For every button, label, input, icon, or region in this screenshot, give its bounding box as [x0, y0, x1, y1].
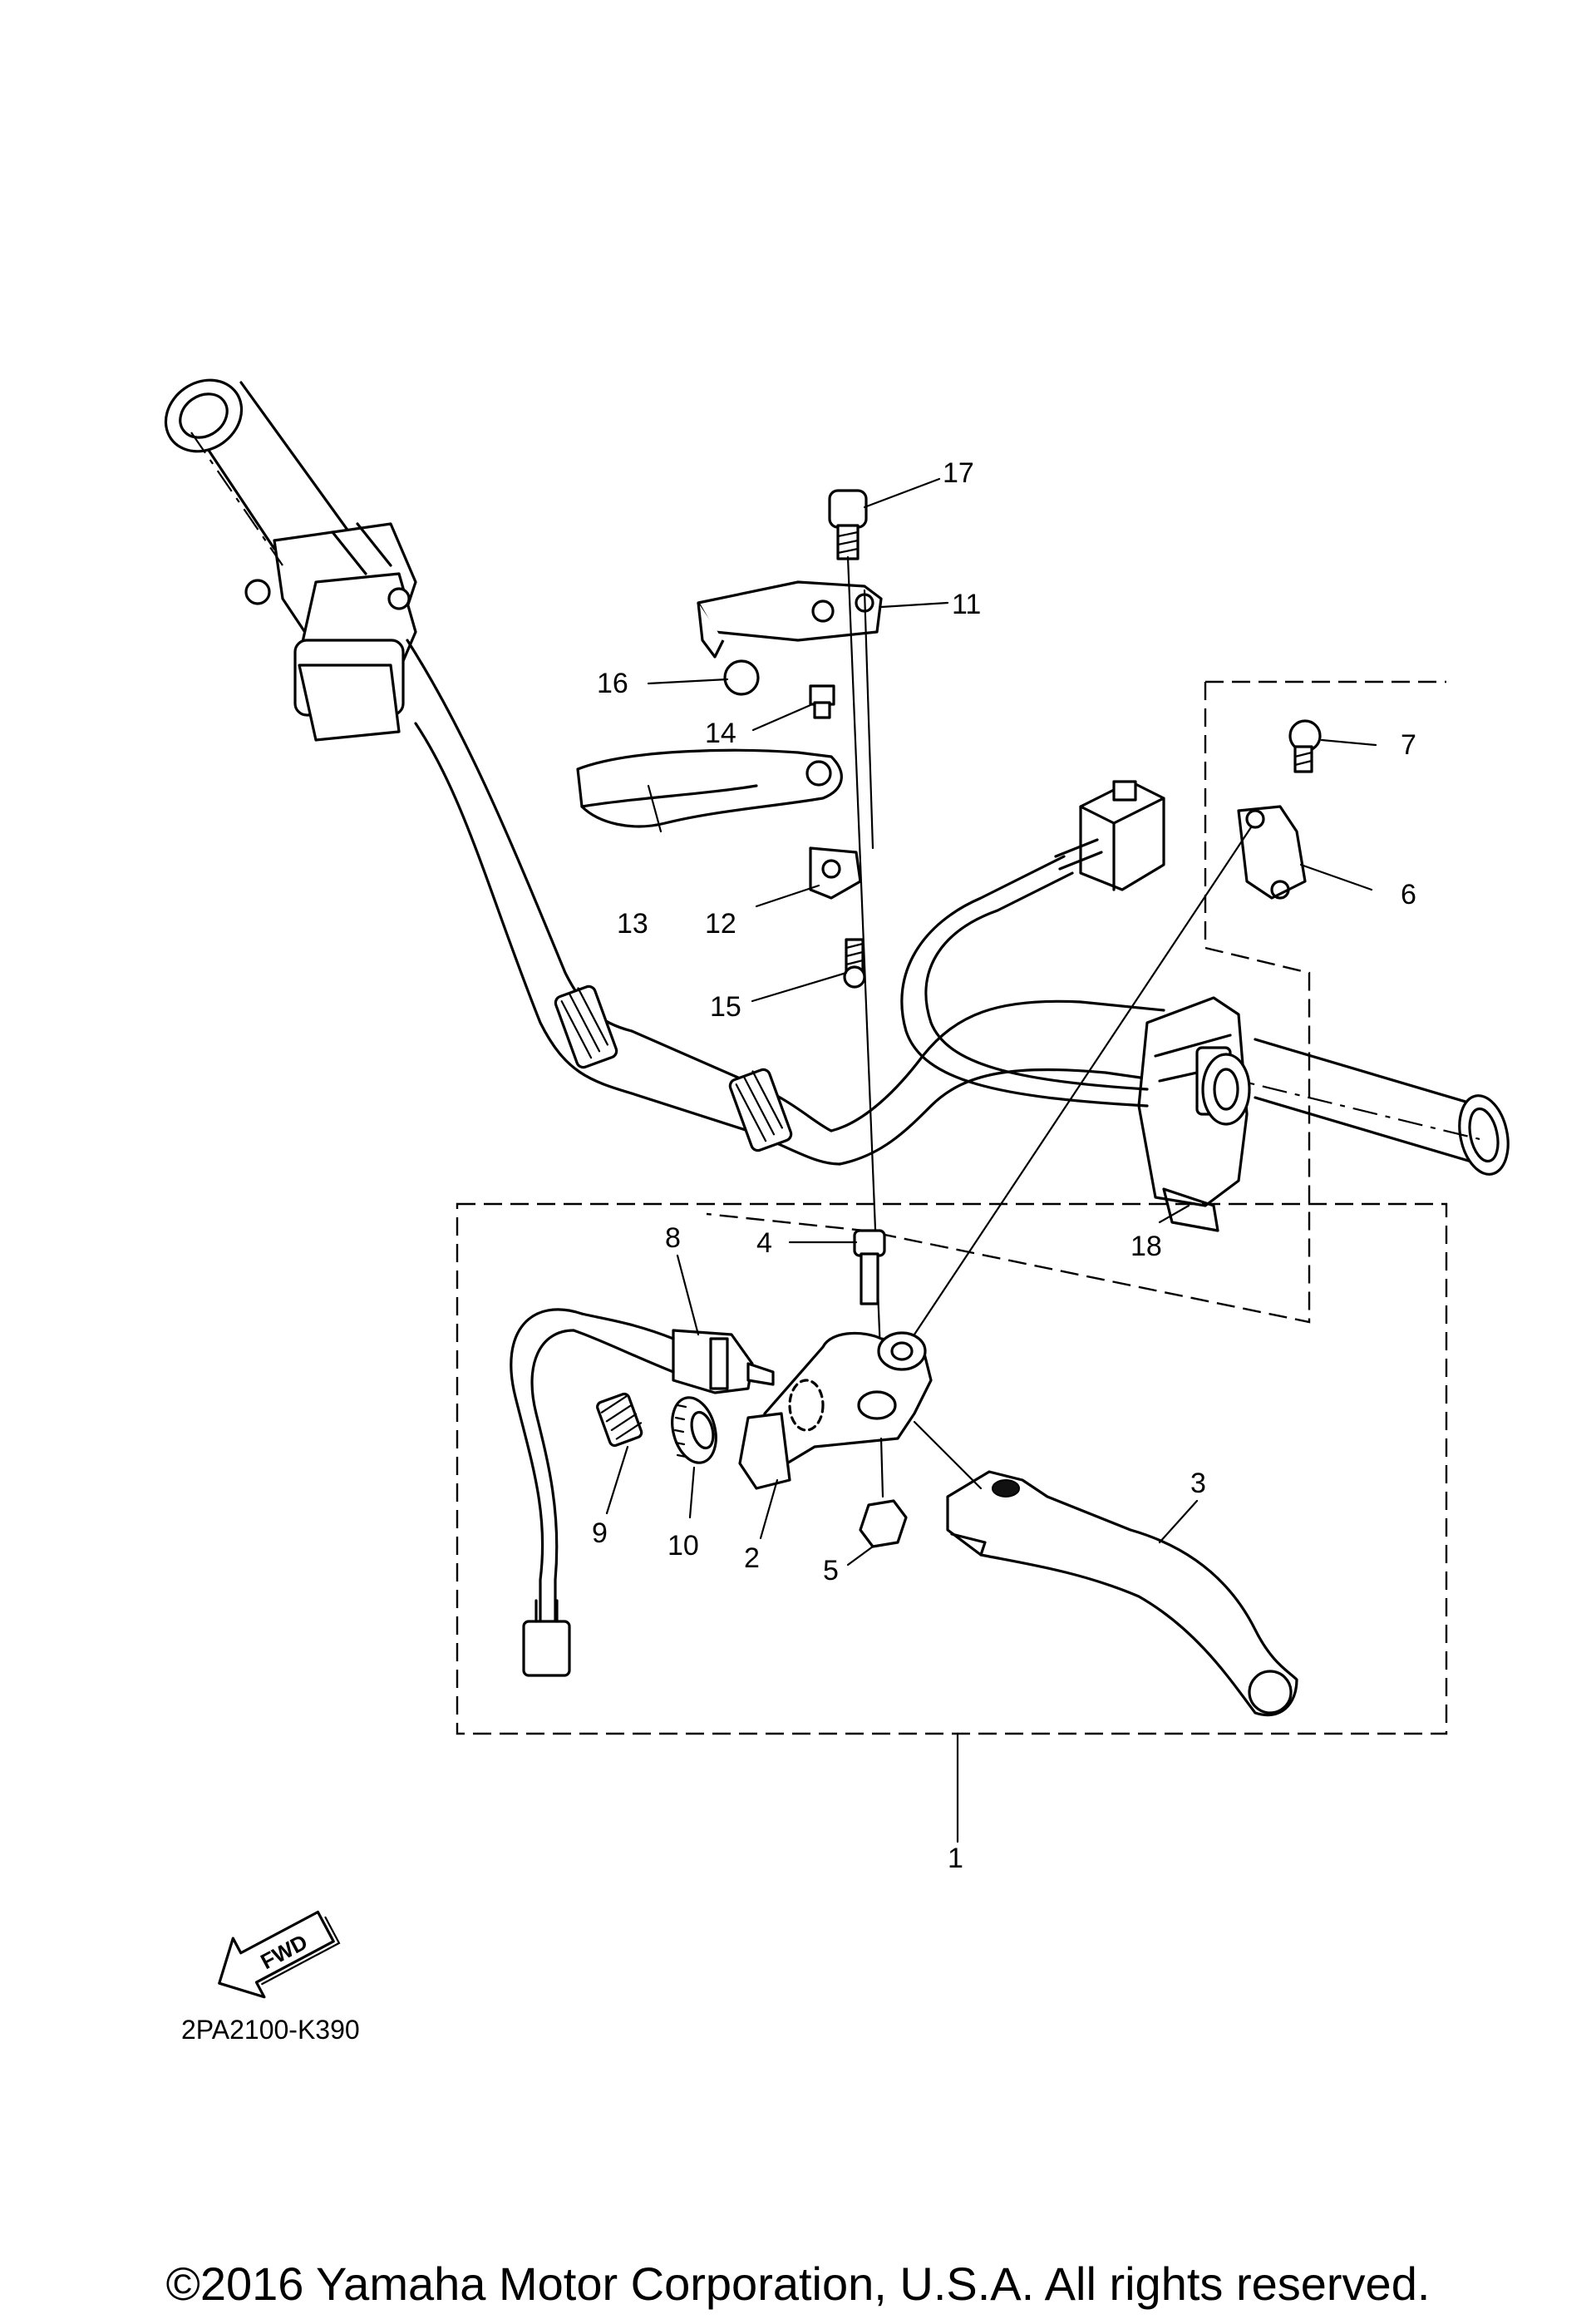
callout-18: 18: [1130, 1231, 1162, 1262]
lever-holder-assembly: [456, 680, 1448, 1735]
callout-1: 1: [948, 1843, 963, 1874]
callout-labels: 1 2 3 4 5 6 7 8 9 10 11 12 13 14 15 16 1…: [592, 457, 1416, 1874]
callout-10: 10: [667, 1530, 699, 1562]
callout-14: 14: [705, 718, 736, 749]
callout-11: 11: [952, 589, 981, 620]
callout-16: 16: [597, 668, 628, 699]
callout-6: 6: [1401, 879, 1416, 910]
callout-9: 9: [592, 1517, 608, 1549]
callout-2: 2: [744, 1542, 760, 1574]
callout-13: 13: [617, 908, 648, 940]
hot-start-lever-assembly: [576, 489, 883, 1374]
callout-15: 15: [710, 991, 741, 1023]
knurl-rings: [554, 984, 793, 1152]
switch-assembly: [900, 780, 1251, 1232]
callout-4: 4: [756, 1227, 772, 1259]
diagram-code: 2PA2100-K390: [181, 2015, 360, 2045]
callout-12: 12: [705, 908, 736, 940]
callout-3: 3: [1190, 1468, 1206, 1499]
callout-17: 17: [943, 457, 974, 489]
callout-5: 5: [823, 1555, 839, 1586]
callout-8: 8: [665, 1222, 681, 1254]
copyright-notice: ©2016 Yamaha Motor Corporation, U.S.A. A…: [165, 2257, 1431, 2310]
callout-7: 7: [1401, 729, 1416, 761]
leader-lines: [605, 477, 1377, 1843]
fwd-arrow-icon: FWD: [218, 1910, 341, 1999]
